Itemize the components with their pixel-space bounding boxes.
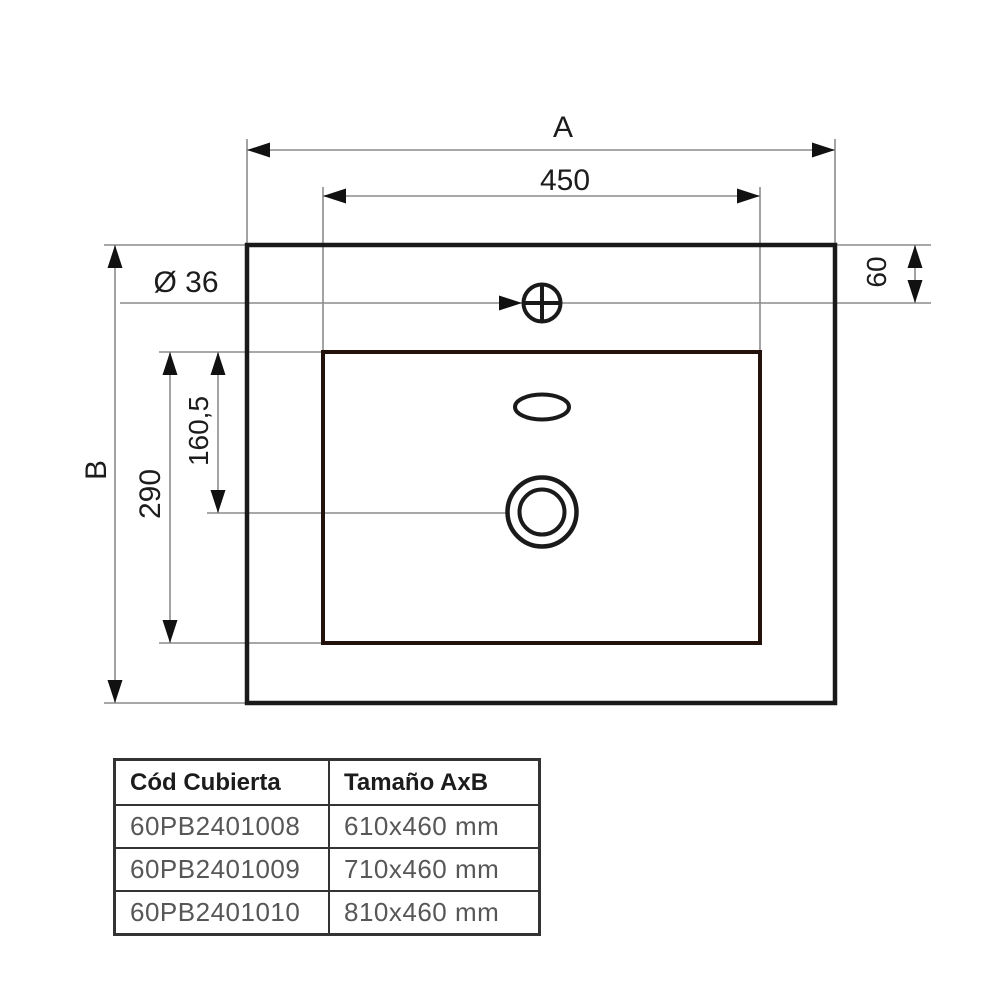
dimension-lines [104, 139, 931, 704]
dim-label-b: B [80, 459, 113, 481]
countertop-outline [244, 242, 838, 706]
arrow-60-top [907, 245, 923, 268]
spec-table: Cód Cubierta Tamaño AxB 60PB2401008 610x… [113, 758, 541, 936]
arrow-160-5-bottom [210, 490, 226, 513]
table-row: 60PB2401010 810x460 mm [113, 890, 541, 936]
cell-code: 60PB2401010 [113, 890, 330, 936]
dim-label-290: 290 [134, 468, 167, 520]
cell-code: 60PB2401009 [113, 847, 330, 892]
arrow-a-right [812, 142, 835, 158]
cell-size: 710x460 mm [328, 847, 541, 892]
spec-table-header-code: Cód Cubierta [113, 758, 330, 806]
table-row: 60PB2401009 710x460 mm [113, 847, 541, 892]
arrow-450-right [737, 188, 760, 204]
arrow-290-top [162, 352, 178, 375]
cell-code: 60PB2401008 [113, 804, 330, 849]
arrow-leader-36 [499, 295, 522, 311]
dim-label-60: 60 [861, 256, 892, 288]
spec-table-header-row: Cód Cubierta Tamaño AxB [113, 758, 541, 806]
arrow-290-bottom [162, 620, 178, 643]
dim-label-a: A [552, 111, 574, 144]
dim-label-160-5: 160,5 [183, 395, 214, 467]
overflow-hole-oval [513, 392, 571, 422]
table-row: 60PB2401008 610x460 mm [113, 804, 541, 849]
dim-label-hole-diameter: Ø 36 [153, 266, 219, 299]
cell-size: 610x460 mm [328, 804, 541, 849]
dim-label-450: 450 [539, 164, 591, 197]
spec-table-header-size: Tamaño AxB [328, 758, 541, 806]
faucet-hole-symbol [521, 282, 563, 324]
cell-size: 810x460 mm [328, 890, 541, 936]
drain-inner-circle [517, 487, 567, 537]
dimension-arrows [107, 142, 923, 703]
arrow-b-top [107, 245, 123, 268]
arrow-60-bottom [907, 280, 923, 303]
arrow-450-left [323, 188, 346, 204]
arrow-b-bottom [107, 680, 123, 703]
arrow-a-left [247, 142, 270, 158]
basin-outline [321, 350, 762, 645]
arrow-160-5-top [210, 352, 226, 375]
drain-hole-symbol [505, 475, 579, 549]
